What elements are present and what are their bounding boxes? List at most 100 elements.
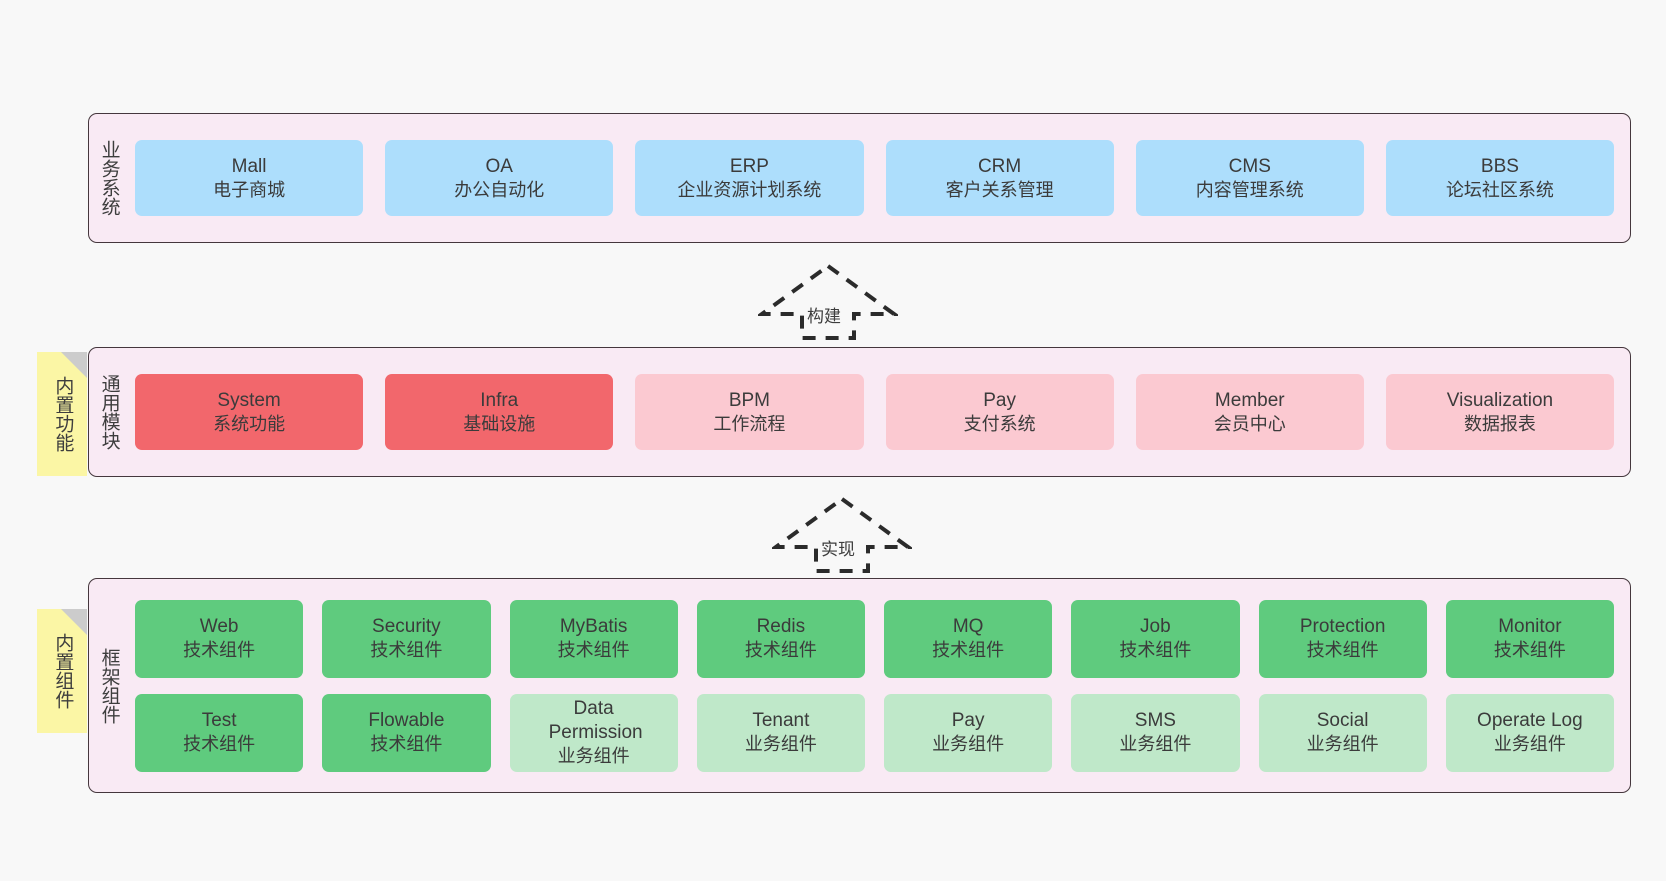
sticky-note-label: 内置功能 [52,376,74,452]
card-subtitle: 技术组件 [932,640,1005,661]
layer-title-business-systems: 业务系统 [98,140,120,216]
layer-title-framework-components: 框架组件 [98,647,120,724]
card-title: BBS [1480,155,1519,177]
card-row: Test 技术组件 Flowable 技术组件 Data Permission … [135,693,1614,772]
card-test[interactable]: Test 技术组件 [135,693,304,772]
card-title: BPM [728,389,771,411]
card-subtitle: 业务组件 [1119,734,1192,755]
card-infra[interactable]: Infra 基础设施 [385,374,614,450]
card-title: CRM [977,155,1022,177]
card-subtitle: 基础设施 [463,413,536,434]
card-cms[interactable]: CMS 内容管理系统 [1135,140,1364,216]
card-title: Security [372,616,441,638]
card-protection[interactable]: Protection 技术组件 [1258,599,1427,678]
card-title: SMS [1134,710,1176,732]
card-title: Infra [480,389,519,411]
card-bpm[interactable]: BPM 工作流程 [635,374,864,450]
card-title: OA [485,155,513,177]
card-bbs[interactable]: BBS 论坛社区系统 [1385,140,1615,216]
card-subtitle: 业务组件 [1493,734,1566,755]
sticky-note-label: 内置组件 [52,633,74,709]
card-title: Visualization [1446,389,1554,411]
card-pay-business[interactable]: Pay 业务组件 [884,693,1053,772]
card-subtitle: 业务组件 [744,734,817,755]
card-system[interactable]: System 系统功能 [135,374,364,450]
card-title: Operate Log [1477,710,1583,732]
card-subtitle: 客户关系管理 [945,179,1054,200]
card-security[interactable]: Security 技术组件 [322,599,491,678]
card-sms[interactable]: SMS 业务组件 [1071,693,1240,772]
card-job[interactable]: Job 技术组件 [1071,599,1240,678]
card-subtitle: 业务组件 [1306,734,1379,755]
card-subtitle: 技术组件 [370,640,443,661]
card-operate-log[interactable]: Operate Log 业务组件 [1445,693,1614,772]
card-subtitle: 技术组件 [557,640,630,661]
card-redis[interactable]: Redis 技术组件 [696,599,865,678]
card-row: Web 技术组件 Security 技术组件 MyBatis 技术组件 Redi… [135,599,1614,678]
card-visualization[interactable]: Visualization 数据报表 [1385,374,1615,450]
card-mq[interactable]: MQ 技术组件 [884,599,1053,678]
cards-area-common-modules: System 系统功能 Infra 基础设施 BPM 工作流程 Pay 支付系统… [129,348,1630,476]
cards-area-business-systems: Mall 电子商城 OA 办公自动化 ERP 企业资源计划系统 CRM 客户关系… [129,114,1630,242]
card-erp[interactable]: ERP 企业资源计划系统 [635,140,864,216]
card-title: Tenant [752,710,810,732]
card-data-permission[interactable]: Data Permission 业务组件 [509,693,678,772]
card-mybatis[interactable]: MyBatis 技术组件 [509,599,678,678]
card-mall[interactable]: Mall 电子商城 [135,140,364,216]
card-title: Monitor [1498,616,1562,638]
layer-panel-framework-components: 框架组件 Web 技术组件 Security 技术组件 MyBatis 技术组件… [88,578,1631,793]
card-title: CMS [1228,155,1271,177]
card-subtitle: 技术组件 [370,734,443,755]
card-title: MQ [952,616,984,638]
card-pay[interactable]: Pay 支付系统 [885,374,1114,450]
card-title: ERP [729,155,769,177]
folded-corner-icon [61,609,87,635]
card-title: Pay [983,389,1016,411]
arrow-implement-shape [772,496,912,573]
card-flowable[interactable]: Flowable 技术组件 [322,693,491,772]
card-title: Social [1316,710,1369,732]
card-row: Mall 电子商城 OA 办公自动化 ERP 企业资源计划系统 CRM 客户关系… [135,140,1615,216]
card-title: Member [1214,389,1285,411]
layer-panel-common-modules: 通用模块 System 系统功能 Infra 基础设施 BPM 工作流程 Pay… [88,347,1631,477]
card-crm[interactable]: CRM 客户关系管理 [885,140,1114,216]
card-oa[interactable]: OA 办公自动化 [385,140,614,216]
card-subtitle: 系统功能 [213,413,286,434]
card-subtitle: 企业资源计划系统 [677,179,822,200]
card-subtitle: 内容管理系统 [1195,179,1304,200]
arrow-build-shape [758,263,898,340]
card-title: Web [199,616,239,638]
folded-corner-icon [61,352,87,378]
card-title: Test [201,710,237,732]
card-title: Redis [756,616,806,638]
layer-panel-business-systems: 业务系统 Mall 电子商城 OA 办公自动化 ERP 企业资源计划系统 CRM… [88,113,1631,243]
layer-title-common-modules: 通用模块 [98,374,120,450]
card-subtitle: 技术组件 [183,734,256,755]
card-subtitle: 论坛社区系统 [1445,179,1554,200]
arrow-build-label: 构建 [806,302,842,327]
cards-area-framework-components: Web 技术组件 Security 技术组件 MyBatis 技术组件 Redi… [129,579,1630,792]
card-title: MyBatis [559,616,628,638]
card-subtitle: 技术组件 [744,640,817,661]
card-row: System 系统功能 Infra 基础设施 BPM 工作流程 Pay 支付系统… [135,374,1615,450]
card-subtitle: 业务组件 [932,734,1005,755]
card-subtitle: 电子商城 [213,179,286,200]
card-subtitle: 会员中心 [1213,413,1286,434]
card-title: Mall [231,155,267,177]
card-member[interactable]: Member 会员中心 [1135,374,1364,450]
card-subtitle: 技术组件 [1119,640,1192,661]
card-title: Pay [951,710,985,732]
card-title: Job [1140,616,1171,638]
card-subtitle: 工作流程 [713,413,786,434]
sticky-note-builtin-features: 内置功能 [37,352,87,476]
card-title: Data Permission [548,698,643,744]
arrow-build: 构建 [758,262,898,340]
card-subtitle: 支付系统 [963,413,1036,434]
card-title: System [217,389,281,411]
card-tenant[interactable]: Tenant 业务组件 [696,693,865,772]
card-subtitle: 技术组件 [1493,640,1566,661]
card-web[interactable]: Web 技术组件 [135,599,304,678]
card-social[interactable]: Social 业务组件 [1258,693,1427,772]
card-monitor[interactable]: Monitor 技术组件 [1445,599,1614,678]
